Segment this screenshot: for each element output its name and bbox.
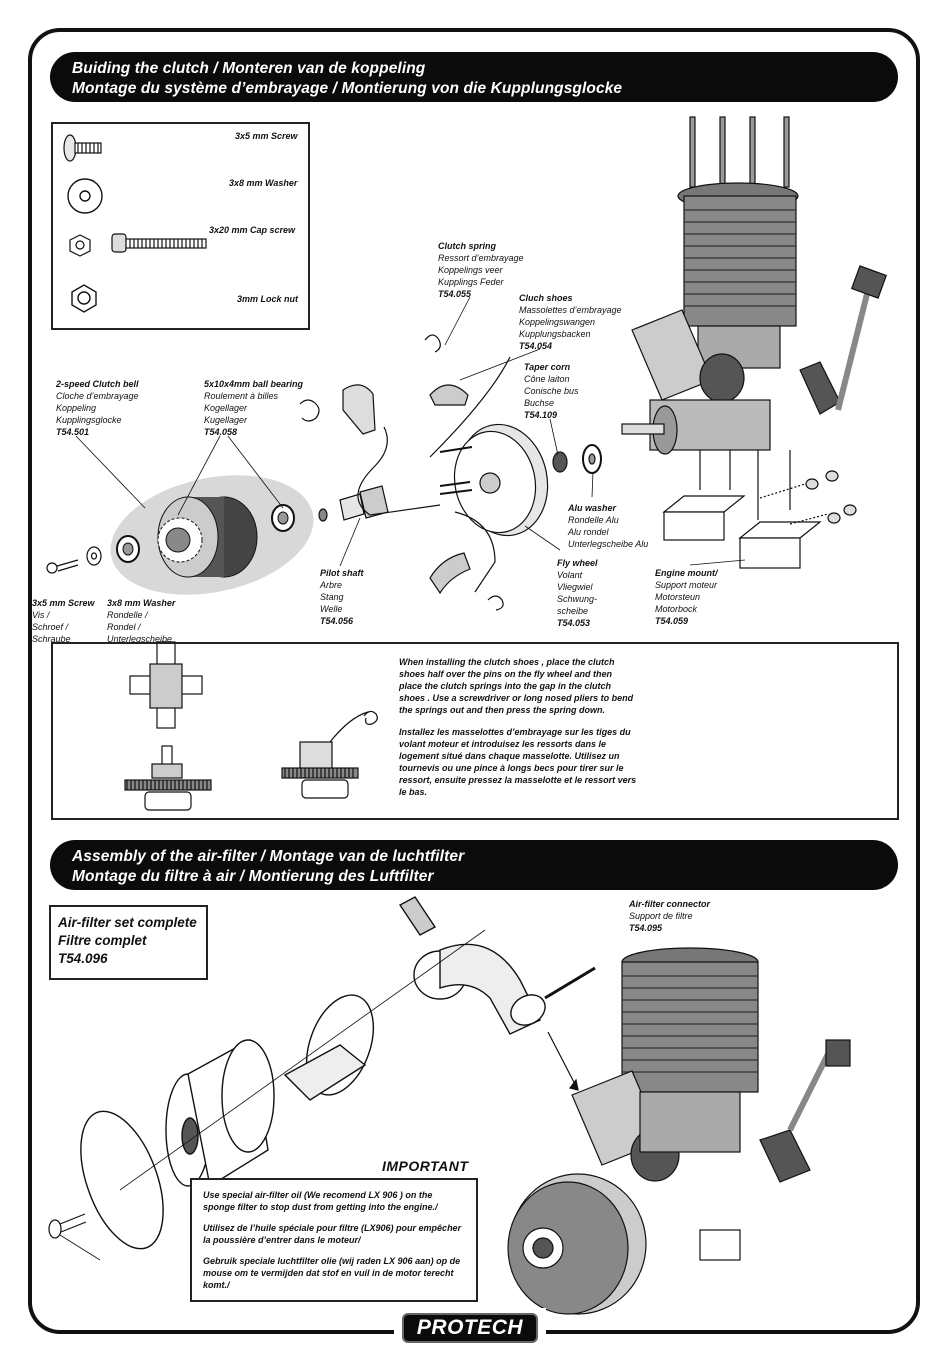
- important-title: IMPORTANT: [382, 1158, 469, 1174]
- section2-title-line2: Montage du filtre à air / Montierung des…: [72, 868, 434, 885]
- air-filter-set-line1: Air-filter set complete: [58, 915, 197, 930]
- label-washer-small: 3x8 mm Washer Rondelle / Rondel / Unterl…: [107, 598, 176, 644]
- hardware-label-cap-screw: 3x20 mm Cap screw: [209, 225, 296, 235]
- hardware-label-screw: 3x5 mm Screw: [235, 131, 298, 141]
- section2-title-line1: Assembly of the air-filter / Montage van…: [72, 848, 465, 865]
- instruction-text: When installing the clutch shoes , place…: [399, 656, 637, 808]
- leader-lines-top: [75, 296, 746, 567]
- hardware-capscrew-icon: [69, 233, 207, 257]
- clutch-bell-assembly-drawing: [110, 475, 314, 595]
- hardware-inventory-box: [51, 122, 310, 330]
- label-pilot-shaft: Pilot shaft Arbre Stang Welle T54.056: [320, 568, 364, 626]
- air-filter-connector-drawing: [119, 896, 596, 1191]
- section-header-clutch: Buiding the clutch / Monteren van de kop…: [50, 52, 898, 102]
- engine-drawing-top: [621, 116, 888, 569]
- label-alu-washer: Alu washer Rondelle Alu Alu rondel Unter…: [568, 503, 649, 549]
- hardware-washer-icon: [67, 178, 103, 214]
- air-filter-set-line3: T54.096: [58, 951, 108, 966]
- flywheel-drawing: [439, 423, 602, 537]
- protech-logo-text: PROTECH: [402, 1313, 538, 1343]
- label-clutch-spring: Clutch spring Ressort d’embrayage Koppel…: [438, 241, 524, 299]
- hardware-label-lock-nut: 3mm Lock nut: [237, 294, 299, 304]
- label-fly-wheel: Fly wheel Volant Vliegwiel Schwung- sche…: [557, 558, 598, 628]
- label-taper-corn: Taper corn Cône laiton Conische bus Buch…: [524, 362, 579, 420]
- air-filter-set-box: [49, 905, 208, 980]
- section-header-air-filter: Assembly of the air-filter / Montage van…: [50, 840, 898, 890]
- clutch-spring-install-icon: [281, 710, 378, 799]
- flywheel-side-icon: [124, 745, 212, 811]
- pilot-shaft-drawing: [318, 485, 389, 522]
- label-clutch-bell: 2-speed Clutch bell Cloche d’embrayage K…: [56, 379, 139, 437]
- important-en: Use special air-filter oil (We recomend …: [203, 1190, 438, 1212]
- hardware-label-washer: 3x8 mm Washer: [229, 178, 298, 188]
- instruction-box: [51, 642, 899, 820]
- label-ball-bearing: 5x10x4mm ball bearing Roulement à billes…: [204, 379, 304, 437]
- air-filter-set-text: Air-filter set complete Filtre complet T…: [58, 914, 197, 968]
- important-nl: Gebruik speciale luchtfilter olie (wij r…: [203, 1256, 461, 1290]
- cross-wrench-icon: [129, 641, 203, 729]
- hardware-locknut-icon: [71, 284, 97, 313]
- filter-screw-drawing: [48, 1213, 101, 1261]
- section-title-line2: Montage du système d’embrayage / Montier…: [72, 80, 623, 97]
- label-clutch-shoes: Cluch shoes Massolettes d’embrayage Kopp…: [519, 293, 622, 351]
- engine-drawing-bottom: [507, 947, 851, 1315]
- protech-logo: PROTECH: [394, 1308, 546, 1348]
- label-screw-small: 3x5 mm Screw Vis / Schroef / Schraube: [32, 598, 95, 644]
- important-box: Use special air-filter oil (We recomend …: [190, 1178, 478, 1302]
- hardware-screw-icon: [63, 134, 102, 162]
- label-air-filter-connector: Air-filter connector Support de filtre T…: [629, 899, 711, 933]
- air-filter-foam-drawing: [80, 994, 375, 1250]
- section-title-line1: Buiding the clutch / Monteren van de kop…: [72, 60, 426, 77]
- small-screw-washer-drawing: [46, 546, 102, 574]
- important-fr: Utilisez de l’huile spéciale pour filtre…: [203, 1223, 462, 1245]
- instruction-fr: Installez les masselottes d’embrayage su…: [399, 727, 637, 797]
- air-filter-set-line2: Filtre complet: [58, 933, 147, 948]
- instruction-en: When installing the clutch shoes , place…: [399, 657, 634, 715]
- label-engine-mount: Engine mount/ Support moteur Motorsteun …: [655, 568, 718, 626]
- clutch-shoes-drawing: [299, 334, 511, 611]
